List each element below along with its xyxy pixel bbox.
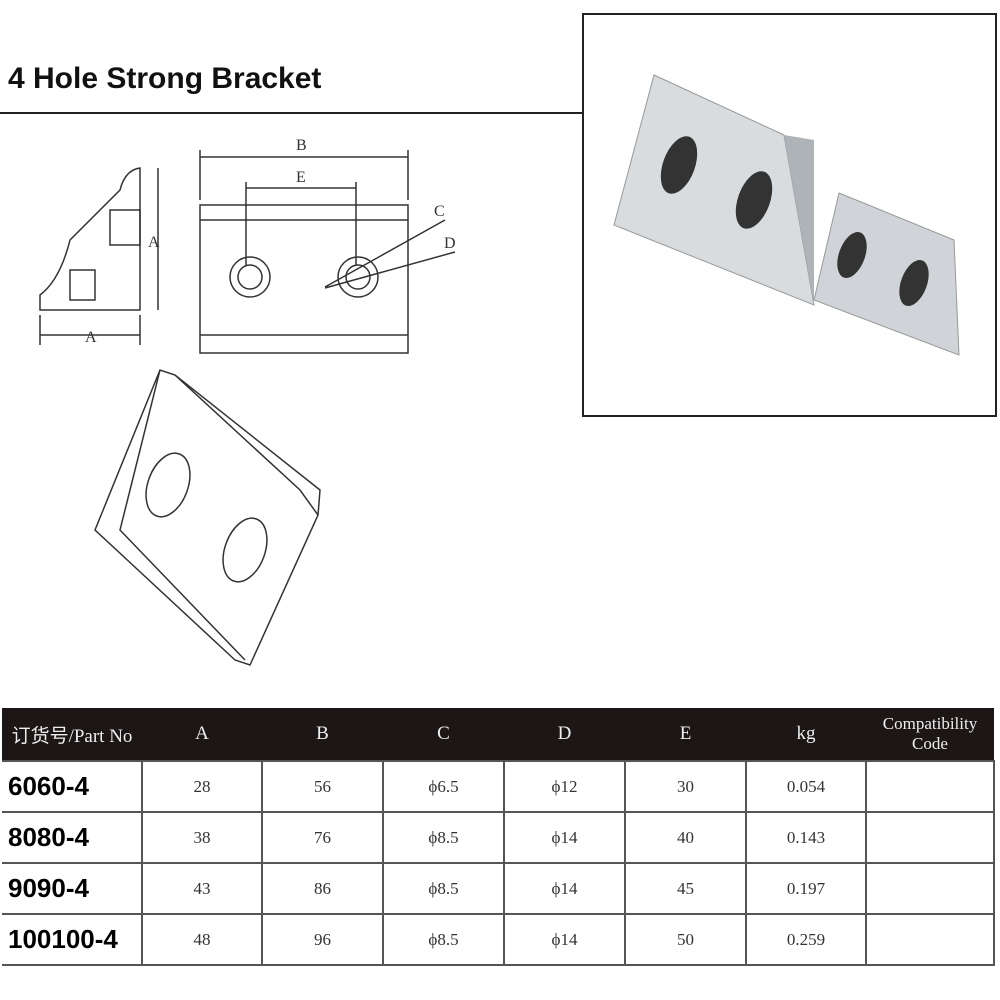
cell-compatibility-code <box>865 811 995 864</box>
cell-b: 86 <box>261 862 384 915</box>
dim-label-a-bottom: A <box>85 329 97 346</box>
dim-label-b: B <box>296 137 307 154</box>
header-kg: kg <box>746 708 866 761</box>
cell-kg: 0.259 <box>745 913 867 966</box>
cell-c: ϕ8.5 <box>382 862 505 915</box>
technical-drawing: A A B E C D <box>39 137 456 666</box>
cell-c: ϕ8.5 <box>382 913 505 966</box>
cell-kg: 0.197 <box>745 862 867 915</box>
cell-c: ϕ8.5 <box>382 811 505 864</box>
cell-a: 43 <box>141 862 263 915</box>
header-e: E <box>625 708 746 761</box>
header-a: A <box>142 708 262 761</box>
cell-part-no: 100100-4 <box>2 913 143 966</box>
header-part-no: 订货号/Part No <box>2 708 142 761</box>
cell-d: ϕ14 <box>503 811 626 864</box>
cell-e: 50 <box>624 913 747 966</box>
cell-kg: 0.143 <box>745 811 867 864</box>
cell-b: 96 <box>261 913 384 966</box>
cell-d: ϕ12 <box>503 760 626 813</box>
top-view-drawing: B E C D <box>199 137 456 354</box>
header-c: C <box>383 708 504 761</box>
cell-compatibility-code <box>865 862 995 915</box>
title-divider <box>0 112 582 114</box>
dim-label-e: E <box>296 169 306 186</box>
isometric-drawing <box>94 369 321 666</box>
header-compatibility-code: Compatibility Code <box>866 708 994 761</box>
spec-table: 订货号/Part No A B C D E kg Compatibility C… <box>2 708 995 966</box>
page-title: 4 Hole Strong Bracket <box>8 62 322 95</box>
cell-e: 45 <box>624 862 747 915</box>
table-header-row: 订货号/Part No A B C D E kg Compatibility C… <box>2 708 994 761</box>
cell-a: 38 <box>141 811 263 864</box>
cell-e: 40 <box>624 811 747 864</box>
cell-kg: 0.054 <box>745 760 867 813</box>
cell-part-no: 8080-4 <box>2 811 143 864</box>
cell-e: 30 <box>624 760 747 813</box>
cell-part-no: 6060-4 <box>2 760 143 813</box>
cell-compatibility-code <box>865 760 995 813</box>
cell-d: ϕ14 <box>503 862 626 915</box>
cell-compatibility-code <box>865 913 995 966</box>
header-d: D <box>504 708 625 761</box>
cell-a: 28 <box>141 760 263 813</box>
dim-label-d: D <box>444 235 456 252</box>
cell-b: 76 <box>261 811 384 864</box>
dim-label-c: C <box>434 203 445 220</box>
product-photo <box>582 13 997 417</box>
header-b: B <box>262 708 383 761</box>
cell-part-no: 9090-4 <box>2 862 143 915</box>
cell-b: 56 <box>261 760 384 813</box>
side-view-drawing: A A <box>39 167 160 346</box>
cell-d: ϕ14 <box>503 913 626 966</box>
cell-a: 48 <box>141 913 263 966</box>
cell-c: ϕ6.5 <box>382 760 505 813</box>
dim-label-a-side: A <box>148 234 160 251</box>
